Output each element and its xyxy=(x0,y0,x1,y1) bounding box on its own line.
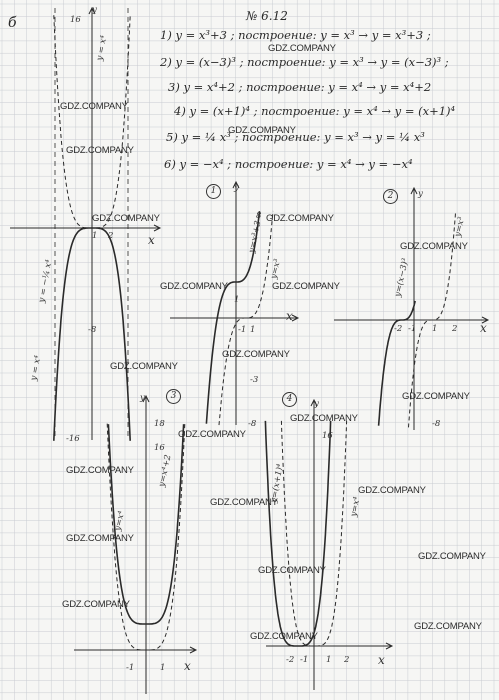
g1-curve-x3 xyxy=(218,210,274,426)
g3-x-axis-label: x xyxy=(184,659,191,673)
task-line-3: 3) y = x⁴+2 ; построение: y = x⁴ → y = x… xyxy=(168,80,432,94)
g4-y-axis-label: y xyxy=(314,399,319,409)
g2-tick-2: 2 xyxy=(452,324,458,334)
g2-curve-shift xyxy=(377,300,416,426)
g2-curve-x3 xyxy=(408,212,456,428)
task-line-1: 1) y = x³+3 ; построение: y = x³ → y = x… xyxy=(160,28,431,42)
g4-tick-1: 1 xyxy=(326,655,332,665)
g1-y-axis-label: y xyxy=(234,183,239,193)
g1-x-axis-label: x xyxy=(286,309,293,323)
graph-3-marker: 3 xyxy=(166,389,181,404)
watermark: GDZ.COMPANY xyxy=(272,281,340,292)
graph-1-marker: 1 xyxy=(206,184,221,199)
watermark: GDZ.COMPANY xyxy=(178,429,246,440)
watermark: GDZ.COMPANY xyxy=(400,241,468,252)
g1-tick-minus-1: -1 xyxy=(238,325,247,335)
g3-tick-1: 1 xyxy=(160,663,166,673)
watermark: GDZ.COMPANY xyxy=(358,485,426,496)
g6-tick-minus-16: -16 xyxy=(66,434,80,444)
g3-y-axis-label: y xyxy=(140,393,145,403)
watermark: GDZ.COMPANY xyxy=(62,599,130,610)
graph-2-marker: 2 xyxy=(383,189,398,204)
watermark: GDZ.COMPANY xyxy=(414,621,482,632)
watermark: GDZ.COMPANY xyxy=(250,631,318,642)
g1-tick-1: 1 xyxy=(234,295,240,305)
g1-tick-8: 8 xyxy=(256,211,262,221)
g3-tick-18: 18 xyxy=(154,419,165,429)
g2-tick-minus-2: -2 xyxy=(394,324,403,334)
g1-tick-minus-3: -3 xyxy=(250,375,259,385)
g6-x-arrow xyxy=(153,224,162,232)
watermark: GDZ.COMPANY xyxy=(66,465,134,476)
g1-curve-x3-plus-3 xyxy=(205,211,261,424)
g6-tick-16: 16 xyxy=(70,15,81,25)
g3-y-arrow xyxy=(142,394,150,403)
g1-y-arrow xyxy=(232,180,240,189)
g1-tick-1b: 1 xyxy=(250,325,256,335)
g1-x-arrow xyxy=(291,314,300,322)
g2-x-arrow xyxy=(481,316,490,324)
g2-tick-1: 1 xyxy=(432,324,438,334)
watermark: GDZ.COMPANY xyxy=(268,43,336,54)
watermark: GDZ.COMPANY xyxy=(222,349,290,360)
watermark: GDZ.COMPANY xyxy=(160,281,228,292)
task-line-5: 5) y = ¼ x³ ; построение: y = x³ → y = ¼… xyxy=(166,130,425,144)
watermark: GDZ.COMPANY xyxy=(418,551,486,562)
watermark: GDZ.COMPANY xyxy=(290,413,358,424)
watermark: GDZ.COMPANY xyxy=(92,213,160,224)
graph-4-marker: 4 xyxy=(282,392,297,407)
g6-tick-2: 2 xyxy=(108,231,114,241)
g2-tick-minus-8: -8 xyxy=(432,419,441,429)
g4-tick-16: 16 xyxy=(322,431,333,441)
g1-tick-minus-8: -8 xyxy=(248,419,257,429)
g3-x-arrow xyxy=(189,646,198,654)
g4-x-arrow xyxy=(385,642,394,650)
g6-y-axis-label: y xyxy=(92,5,97,15)
g6-x-axis-label: x xyxy=(148,233,155,247)
g4-tick-minus-1: -1 xyxy=(300,655,309,665)
g4-x-axis-label: x xyxy=(378,653,385,667)
g4-tick-2: 2 xyxy=(344,655,350,665)
g6-y-arrow xyxy=(88,6,96,15)
g3-tick-minus-1: -1 xyxy=(126,663,135,673)
task-line-2: 2) y = (x−3)³ ; построение: y = x³ → y =… xyxy=(160,55,449,69)
g4-tick-minus-2: -2 xyxy=(286,655,295,665)
watermark: GDZ.COMPANY xyxy=(266,213,334,224)
watermark: GDZ.COMPANY xyxy=(110,361,178,372)
g3-curve-x4 xyxy=(106,423,186,651)
watermark: GDZ.COMPANY xyxy=(258,565,326,576)
g6-tick-minus-8: -8 xyxy=(88,325,97,335)
g2-x-axis-label: x xyxy=(480,321,487,335)
task-number: № 6.12 xyxy=(246,9,288,23)
watermark: GDZ.COMPANY xyxy=(66,145,134,156)
g6-curve-neg-x4 xyxy=(53,227,131,441)
g2-y-axis-label: y xyxy=(418,189,423,199)
g6-tick-1: 1 xyxy=(92,231,98,241)
problem-letter: б xyxy=(8,15,17,31)
watermark: GDZ.COMPANY xyxy=(402,391,470,402)
watermark: GDZ.COMPANY xyxy=(210,497,278,508)
g3-tick-16: 16 xyxy=(154,443,165,453)
g2-tick-minus-1: -1 xyxy=(408,324,417,334)
g4-y-arrow xyxy=(310,398,318,407)
g2-y-arrow xyxy=(410,186,418,195)
watermark: GDZ.COMPANY xyxy=(228,125,296,136)
task-line-4: 4) y = (x+1)⁴ ; построение: y = x⁴ → y =… xyxy=(174,104,456,118)
g4-curve-shift xyxy=(264,420,332,647)
g3-curve-x4-plus-2 xyxy=(107,424,185,625)
watermark: GDZ.COMPANY xyxy=(60,101,128,112)
task-line-6: 6) y = −x⁴ ; построение: y = x⁴ → y = −x… xyxy=(164,157,413,171)
watermark: GDZ.COMPANY xyxy=(66,533,134,544)
